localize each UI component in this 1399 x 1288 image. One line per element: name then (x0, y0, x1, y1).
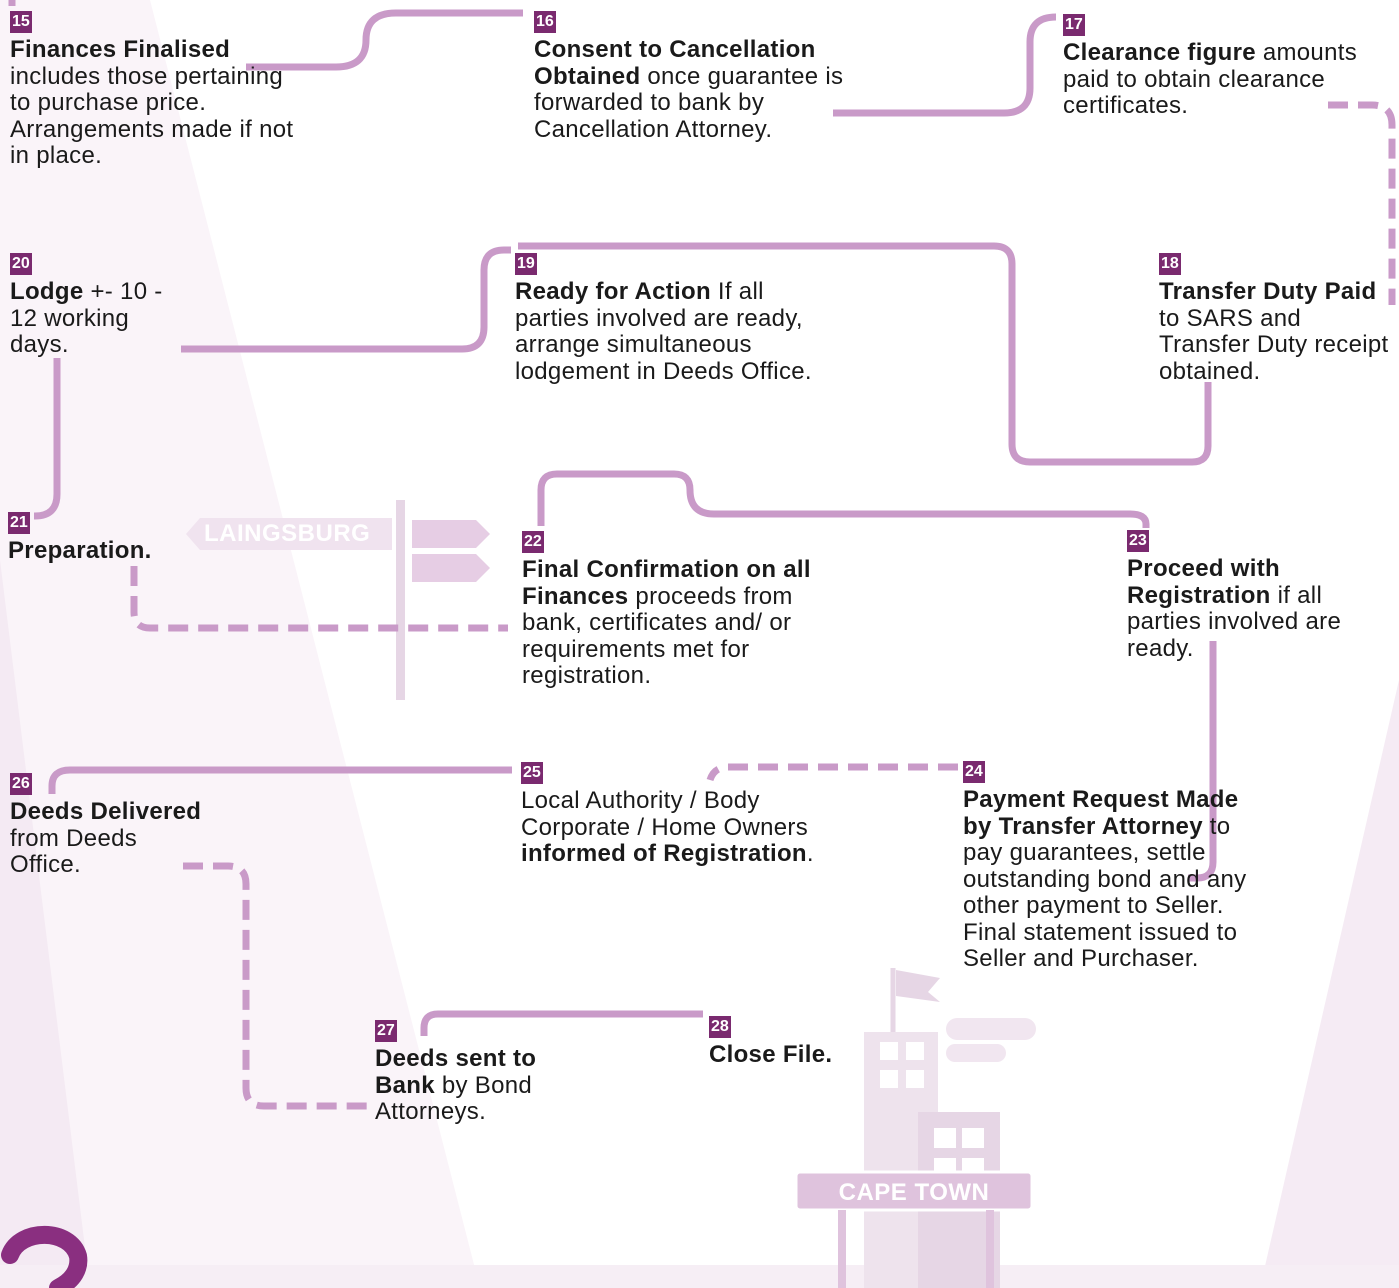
step-20: 20 Lodge +- 10 - 12 working days. (10, 248, 185, 359)
step-description: If all parties involved are ready, arran… (515, 278, 812, 385)
step-description: to pay guarantees, settle outstanding bo… (963, 812, 1247, 972)
step-title: Lodge (10, 278, 84, 305)
step-number-badge: 26 (10, 773, 32, 795)
step-26: 26 Deeds Delivered from Deeds Office. (10, 768, 210, 879)
step-number-badge: 27 (375, 1020, 397, 1042)
partial-logo-mark (1, 1226, 88, 1288)
step-description: includes those pertaining to purchase pr… (10, 62, 294, 169)
step-23: 23 Proceed with Registration if all part… (1127, 525, 1387, 662)
connector-24-25 (706, 763, 958, 782)
step-19: 19 Ready for Action If all parties invol… (515, 248, 825, 385)
step-title: Final Confirmation on all Finances (522, 556, 811, 610)
step-24: 24 Payment Request Made by Transfer Atto… (963, 756, 1253, 973)
step-number-badge: 15 (10, 11, 32, 33)
connector-16-17 (833, 13, 1057, 117)
step-description: +- 10 - 12 working days. (10, 278, 163, 358)
step-description: once guarantee is forwarded to bank by C… (534, 62, 844, 143)
step-title: Proceed with Registration (1127, 555, 1280, 609)
step-title: Clearance figure (1063, 39, 1256, 66)
step-number-badge: 21 (8, 512, 30, 534)
connector-19-20 (181, 246, 511, 353)
step-27: 27 Deeds sent to Bank by Bond Attorneys. (375, 1015, 565, 1126)
step-description: to SARS and Transfer Duty receipt obtain… (1159, 304, 1389, 385)
step-16: 16 Consent to Cancellation Obtained once… (534, 6, 854, 143)
step-18: 18 Transfer Duty Paid to SARS and Transf… (1159, 248, 1389, 385)
step-title: Close File. (709, 1041, 833, 1068)
step-description: if all parties involved are ready. (1127, 581, 1342, 662)
laingsburg-signpost (186, 500, 490, 700)
connector-20-21 (34, 358, 61, 520)
step-number-badge: 24 (963, 761, 985, 783)
step-number-badge: 16 (534, 11, 556, 33)
step-title: Deeds Delivered (10, 798, 202, 825)
step-title: informed of Registration (521, 840, 807, 867)
step-title: Transfer Duty Paid (1159, 278, 1377, 305)
connector-25-26 (48, 766, 512, 794)
step-description: amounts paid to obtain clearance certifi… (1063, 39, 1357, 119)
step-21: 21 Preparation. (8, 507, 178, 565)
step-description: proceeds from bank, certificates and/ or… (522, 582, 793, 689)
step-description-post: . (806, 840, 814, 867)
city-skyline-illustration (794, 968, 1036, 1288)
step-title: Deeds sent to Bank (375, 1045, 537, 1099)
step-title: Preparation. (8, 537, 152, 564)
step-title: Consent to Cancellation Obtained (534, 36, 816, 90)
step-title: Finances Finalised (10, 36, 231, 63)
step-28: 28 Close File. (709, 1011, 879, 1069)
step-number-badge: 20 (10, 253, 32, 275)
step-15: 15 Finances Finalised includes those per… (10, 6, 310, 170)
connector-17-18 (1328, 101, 1396, 305)
connector-23-24 (1188, 641, 1217, 882)
step-22: 22 Final Confirmation on all Finances pr… (522, 526, 842, 690)
step-number-badge: 25 (521, 762, 543, 784)
connector-15-16 (246, 9, 523, 71)
connector-22-23 (537, 470, 1150, 528)
step-number-badge: 22 (522, 531, 544, 553)
step-number-badge: 23 (1127, 530, 1149, 552)
step-number-badge: 18 (1159, 253, 1181, 275)
step-number-badge: 17 (1063, 14, 1085, 36)
step-number-badge: 28 (709, 1016, 731, 1038)
step-description: by Bond Attorneys. (375, 1071, 533, 1125)
step-17: 17 Clearance figure amounts paid to obta… (1063, 9, 1363, 120)
step-title: Ready for Action (515, 278, 711, 305)
step-25: 25 Local Authority / Body Corporate / Ho… (521, 757, 821, 868)
cape-town-sign-label: CAPE TOWN (839, 1179, 990, 1206)
connector-18-19 (518, 242, 1212, 466)
step-number-badge: 19 (515, 253, 537, 275)
connector-27-28 (420, 1010, 703, 1036)
step-description: from Deeds Office. (10, 824, 138, 878)
connector-21-22 (130, 566, 508, 632)
laingsburg-sign-label: LAINGSBURG (204, 520, 371, 547)
step-description-pre: Local Authority / Body Corporate / Home … (521, 787, 809, 841)
step-title: Payment Request Made by Transfer Attorne… (963, 786, 1239, 840)
